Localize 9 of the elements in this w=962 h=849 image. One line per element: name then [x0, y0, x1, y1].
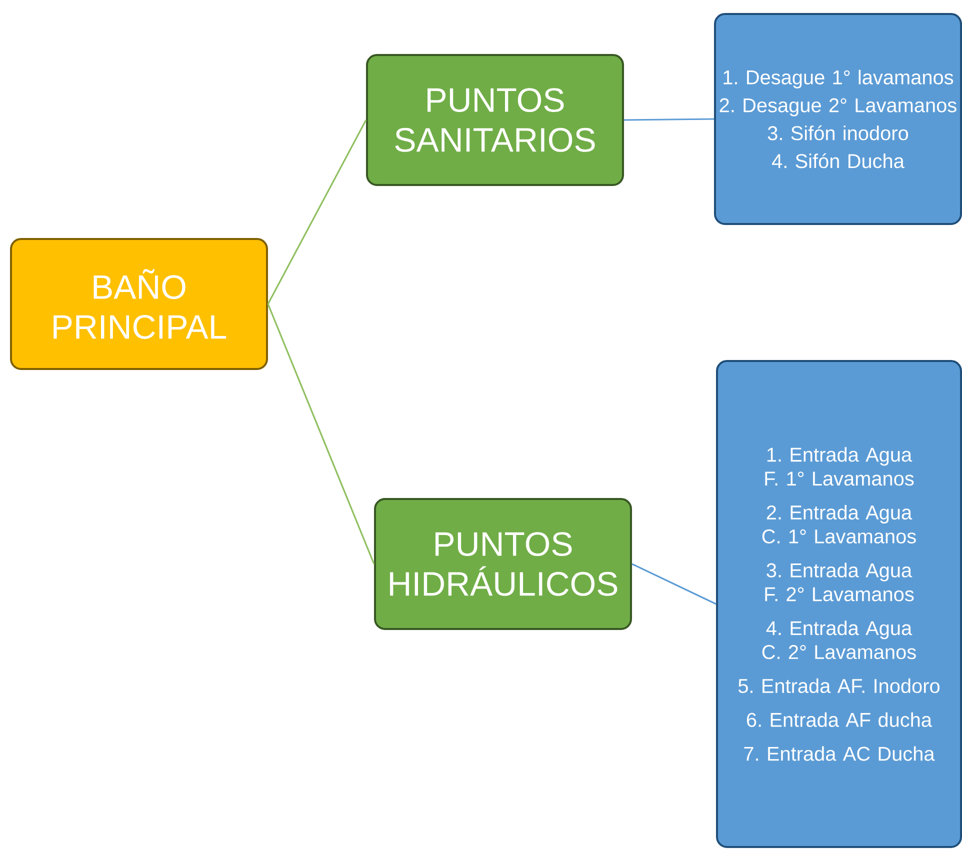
category-box: PUNTOS SANITARIOS [366, 54, 624, 186]
category-box: PUNTOS HIDRÁULICOS [374, 498, 632, 630]
connector-line [267, 120, 367, 304]
list-box: 1. Desague 1° lavamanos 2. Desague 2° Lavamanos 3. Sifón inodoro 4. Sifón Ducha [714, 13, 962, 225]
category-box: BAÑO PRINCIPAL [10, 238, 268, 370]
connector-line [267, 304, 375, 564]
connector-line [624, 118, 714, 121]
list-box: 1. Entrada Agua F. 1° Lavamanos 2. Entrada Agua C. 1° Lavamanos 3. Entrada Agua F. 2° Lavamanos 4. Entrada Agua C. 2° Lavamanos 5. Entrada AF. Inodoro 6. Entrada AF ducha 7. Entrada AC Ducha [716, 360, 962, 848]
connector-line [632, 563, 716, 605]
